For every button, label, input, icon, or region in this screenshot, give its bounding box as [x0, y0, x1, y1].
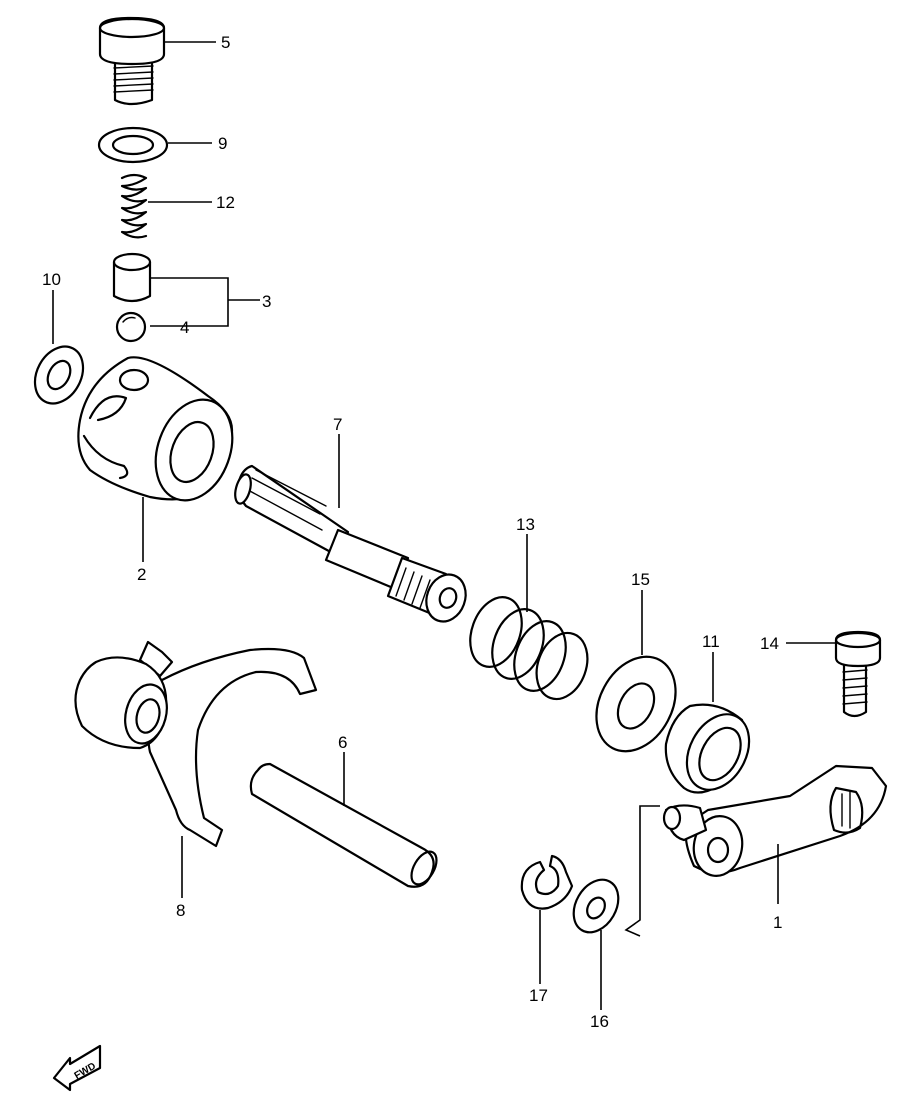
- callout-6: 6: [338, 733, 347, 752]
- part-1-shift-arm: [662, 764, 888, 877]
- callout-leaders: [52, 41, 836, 1010]
- part-11-collar: [664, 703, 751, 794]
- part-9-washer: [97, 126, 169, 164]
- callout-12: 12: [216, 193, 235, 212]
- callout-5: 5: [221, 33, 230, 52]
- fwd-arrow-icon: FWD: [52, 1044, 102, 1092]
- part-14-bolt: [834, 630, 882, 718]
- part-16-washer: [572, 878, 620, 934]
- part-8-shift-fork: [74, 640, 318, 848]
- part-6-rod: [249, 762, 438, 888]
- callout-17: 17: [529, 986, 548, 1005]
- callout-13: 13: [516, 515, 535, 534]
- callout-2: 2: [137, 565, 146, 584]
- callout-8: 8: [176, 901, 185, 920]
- callout-4: 4: [180, 318, 189, 337]
- callout-9: 9: [218, 134, 227, 153]
- callout-1: 1: [773, 913, 782, 932]
- part-13-return-spring: [469, 596, 589, 701]
- part-15-washer: [595, 655, 677, 753]
- callout-16: 16: [590, 1012, 609, 1031]
- part-3-pin: [112, 252, 152, 303]
- part-2-shift-drum: [77, 356, 234, 502]
- part-5-bolt: [98, 16, 166, 106]
- callout-14: 14: [760, 634, 779, 653]
- part-4-ball: [115, 311, 147, 343]
- callout-3: 3: [262, 292, 271, 311]
- part-17-e-clip: [520, 854, 574, 910]
- part-12-spring: [120, 173, 148, 239]
- part-10-washer: [33, 345, 85, 405]
- callout-11: 11: [702, 632, 720, 651]
- callout-7: 7: [333, 415, 342, 434]
- callout-10: 10: [42, 270, 61, 289]
- callout-15: 15: [631, 570, 650, 589]
- part-7-shift-shaft: [234, 464, 467, 623]
- callout-labels: 1 2 3 4 5 6 7 8 9 10 11 12 13 14 15 16 1…: [42, 33, 782, 1031]
